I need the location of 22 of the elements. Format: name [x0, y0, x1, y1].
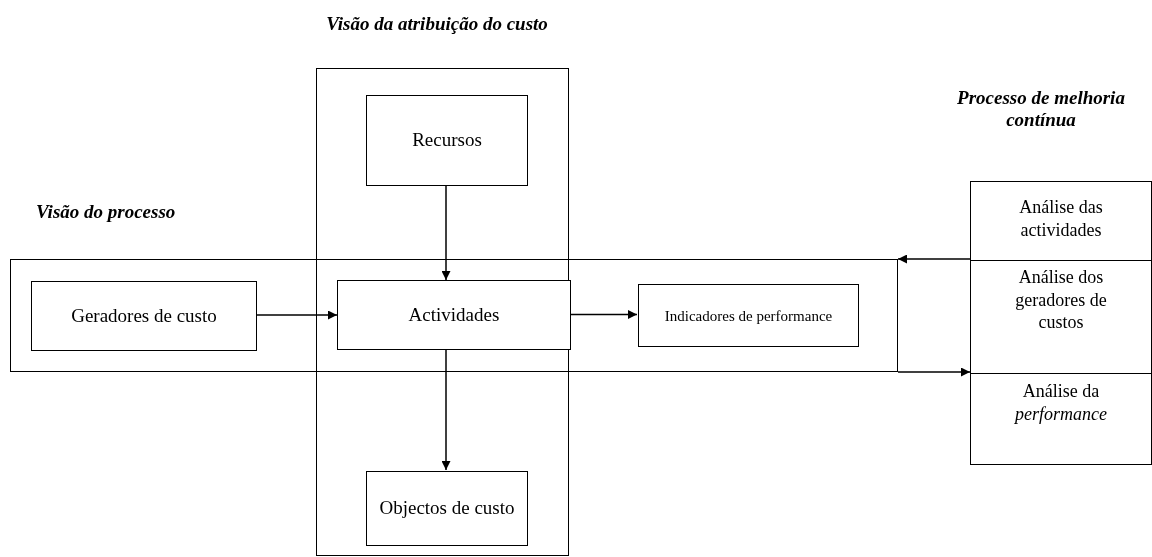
- node-text: Recursos: [411, 128, 483, 153]
- arrow: [897, 254, 971, 264]
- process-box: [31, 281, 257, 351]
- arrow: [255, 310, 338, 320]
- view-heading: Processo de melhoria contínua: [956, 87, 1126, 131]
- analysis-text: Análise das actividades: [1018, 196, 1104, 241]
- arrow: [441, 184, 451, 281]
- arrow: [441, 349, 451, 471]
- node-text: Geradores de custo: [70, 303, 218, 328]
- process-box: [366, 95, 528, 186]
- process-box: [366, 471, 528, 546]
- view-heading: Visão do processo: [36, 201, 177, 223]
- analysis-text: Análise dos geradores de custos: [1014, 266, 1108, 334]
- view-heading: Visão da atribuição do custo: [325, 13, 549, 35]
- process-box: [337, 280, 571, 350]
- node-text: Objectos de custo: [378, 496, 516, 521]
- arrow: [897, 367, 971, 377]
- analysis-text: Análise da performance: [1013, 380, 1108, 425]
- process-box: [638, 284, 859, 347]
- node-text: Actividades: [407, 302, 501, 327]
- node-text: Indicadores de performance: [663, 306, 834, 326]
- arrow: [570, 310, 638, 319]
